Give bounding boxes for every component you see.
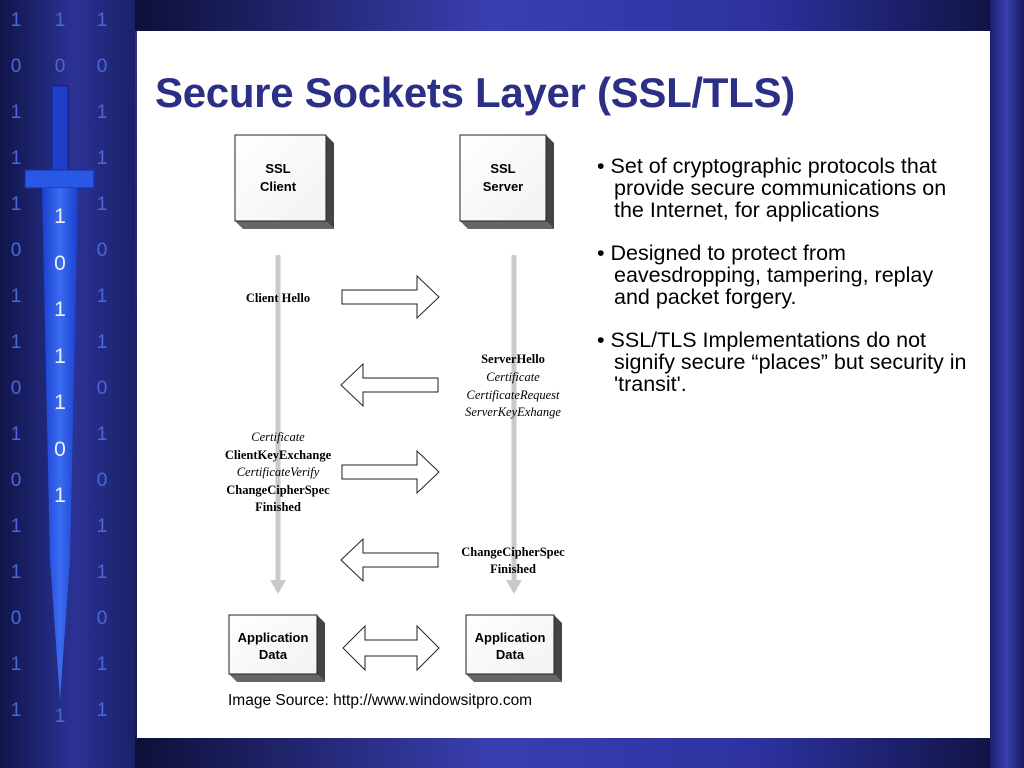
server-hello-line-2: Certificate xyxy=(486,370,540,384)
bullet-list: Set of cryptographic protocols that prov… xyxy=(597,155,972,416)
binary-strip: 1 0 1 1 1 0 1 1 0 1 0 1 1 0 1 1 1 0 1 0 1 1 1 0 1 1 0 1 0 1 1 0 1 1 1 0 1… xyxy=(0,0,135,768)
image-source-caption: Image Source: http://www.windowsitpro.co… xyxy=(228,692,533,709)
binary-digit: 1 xyxy=(10,562,22,583)
ssl-client-box: SSL Client xyxy=(234,134,334,229)
client-key-line-1: Certificate xyxy=(251,430,305,444)
binary-digit: 1 xyxy=(10,286,22,307)
client-key-line-4: ChangeCipherSpec xyxy=(226,483,330,497)
binary-digit: 0 xyxy=(96,56,108,77)
blade-digit: 1 xyxy=(54,344,66,368)
binary-digit: 1 xyxy=(10,148,22,169)
binary-digit: 1 xyxy=(10,332,22,353)
server-timeline xyxy=(506,255,522,594)
client-key-line-3: CertificateVerify xyxy=(237,465,320,479)
binary-digit: 1 xyxy=(10,102,22,123)
server-hello-line-3: CertificateRequest xyxy=(466,388,560,402)
left-arrow-icon xyxy=(340,362,439,408)
server-hello-block: ServerHello Certificate CertificateReque… xyxy=(465,352,561,419)
sword-icon xyxy=(24,85,95,700)
binary-digit: 0 xyxy=(96,608,108,629)
server-hello-line-4: ServerKeyExhange xyxy=(465,405,561,419)
bottom-band xyxy=(135,738,1024,768)
binary-digit: 1 xyxy=(96,286,108,307)
binary-digit: 0 xyxy=(10,608,22,629)
client-application-data-box: Application Data xyxy=(228,614,325,682)
binary-digit: 1 xyxy=(10,424,22,445)
server-app-label-2: Data xyxy=(496,647,525,662)
right-band xyxy=(990,0,1024,768)
server-finish-line-2: Finished xyxy=(490,562,536,576)
client-hello-label: Client Hello xyxy=(246,291,310,305)
binary-digit: 0 xyxy=(10,56,22,77)
slide-title: Secure Sockets Layer (SSL/TLS) xyxy=(155,69,795,116)
ssl-server-label-2: Server xyxy=(483,179,523,194)
binary-digit: 1 xyxy=(10,516,22,537)
client-key-exchange-block: Certificate ClientKeyExchange Certificat… xyxy=(225,430,332,514)
binary-digit: 1 xyxy=(96,332,108,353)
bullet-item: Set of cryptographic protocols that prov… xyxy=(597,155,972,221)
client-app-label-1: Application xyxy=(238,630,309,645)
binary-digit: 0 xyxy=(10,240,22,261)
bullet-item: Designed to protect from eavesdropping, … xyxy=(597,242,972,308)
binary-digit: 1 xyxy=(96,562,108,583)
server-application-data-box: Application Data xyxy=(465,614,562,682)
client-key-line-5: Finished xyxy=(255,500,301,514)
binary-digit: 1 xyxy=(96,10,108,31)
ssl-server-label-1: SSL xyxy=(490,161,515,176)
bullet-item: SSL/TLS Implementations do not signify s… xyxy=(597,329,972,395)
ssl-client-label-2: Client xyxy=(260,179,297,194)
right-arrow-icon xyxy=(341,274,440,320)
blade-digit: 0 xyxy=(54,251,66,275)
server-finished-block: ChangeCipherSpec Finished xyxy=(461,545,565,576)
slide-panel: Secure Sockets Layer (SSL/TLS) SSL Clien… xyxy=(137,31,990,738)
server-hello-line-1: ServerHello xyxy=(481,352,545,366)
binary-digit: 0 xyxy=(96,240,108,261)
client-app-label-2: Data xyxy=(259,647,288,662)
binary-digit: 1 xyxy=(96,516,108,537)
binary-digit: 1 xyxy=(96,194,108,215)
binary-digit: 1 xyxy=(96,424,108,445)
binary-digit: 1 xyxy=(96,102,108,123)
binary-digit: 1 xyxy=(10,194,22,215)
binary-digit: 0 xyxy=(96,470,108,491)
top-band xyxy=(135,0,1024,31)
double-arrow-icon xyxy=(342,624,440,672)
binary-digit: 1 xyxy=(10,700,22,721)
binary-digit: 1 xyxy=(96,148,108,169)
binary-digit: 1 xyxy=(96,654,108,675)
ssl-handshake-diagram: SSL Client SSL Server Client Hello Serve… xyxy=(225,134,565,682)
blade-digit: 1 xyxy=(54,205,66,228)
blade-digit: 1 xyxy=(54,484,66,507)
binary-digit: 1 xyxy=(54,10,66,31)
blade-tip-digit: 1 xyxy=(54,706,66,727)
blade-digit: 1 xyxy=(54,298,66,321)
ssl-client-label-1: SSL xyxy=(265,161,290,176)
ssl-server-box: SSL Server xyxy=(459,134,554,229)
binary-digit: 0 xyxy=(54,56,66,77)
server-app-label-1: Application xyxy=(475,630,546,645)
binary-digit: 1 xyxy=(10,654,22,675)
server-finish-line-1: ChangeCipherSpec xyxy=(461,545,565,559)
binary-digit: 0 xyxy=(10,378,22,399)
binary-digit: 1 xyxy=(10,10,22,31)
client-key-line-2: ClientKeyExchange xyxy=(225,448,332,462)
right-arrow-icon xyxy=(341,449,440,495)
client-timeline xyxy=(270,255,286,594)
binary-digit: 0 xyxy=(96,378,108,399)
binary-digit: 0 xyxy=(10,470,22,491)
blade-digit: 0 xyxy=(54,437,66,461)
blade-digit: 1 xyxy=(54,391,66,414)
left-arrow-icon xyxy=(340,537,439,583)
binary-digit: 1 xyxy=(96,700,108,721)
